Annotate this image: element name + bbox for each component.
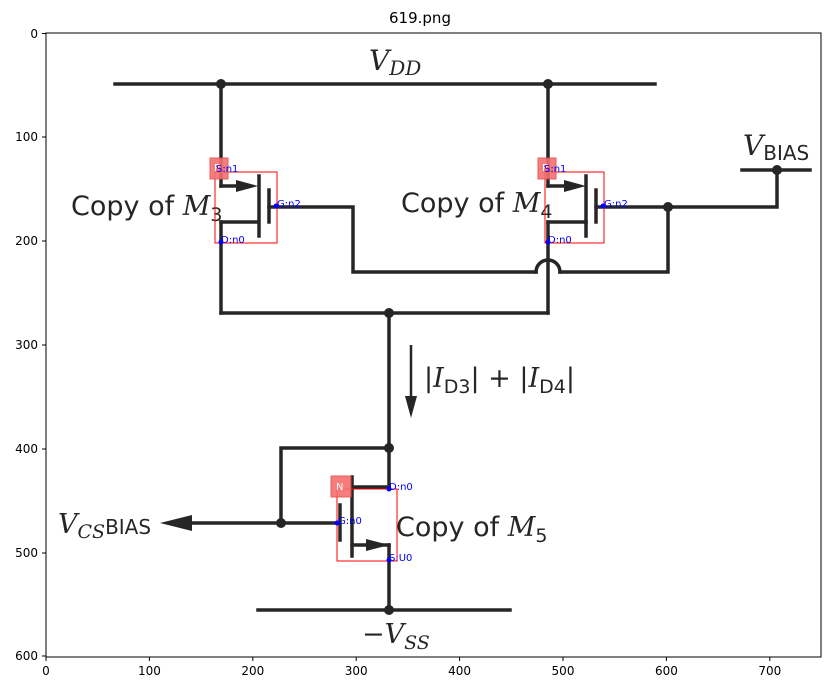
x-tick-label: 600 — [655, 664, 678, 678]
vss-label: −VSS — [362, 619, 430, 654]
junction-dot — [216, 79, 226, 89]
m5-source-pin — [386, 557, 392, 563]
y-tick-label: 300 — [15, 338, 38, 352]
y-axis — [42, 33, 46, 657]
m4-gate-return-wire — [558, 205, 670, 274]
m5-type-badge — [330, 475, 352, 498]
junction-dot — [772, 165, 782, 175]
vdd-label: VDD — [369, 44, 421, 80]
m4-source-pin-label: S:n1 — [544, 164, 566, 175]
axes-frame — [45, 32, 822, 658]
junction-dots — [216, 79, 782, 615]
x-tick-label: 400 — [448, 664, 471, 678]
x-tick-label: 0 — [42, 664, 50, 678]
y-tick-label: 200 — [15, 234, 38, 248]
m3-gate-pin-label: G:n2 — [277, 199, 301, 210]
m5-source-pin-label: S:U0 — [389, 553, 412, 564]
m5-source-arrow — [366, 539, 389, 551]
m3-source-pin-label: S:n1 — [216, 164, 238, 175]
junction-dot — [384, 443, 394, 453]
m3-source-arrow — [236, 180, 258, 192]
m4-label: Copy of M4 — [401, 188, 552, 223]
x-tick-label: 200 — [241, 664, 264, 678]
m4-gate-wire — [594, 168, 779, 209]
junction-dot — [276, 518, 286, 528]
m3-gate-wire — [267, 205, 538, 274]
x-tick-label: 700 — [758, 664, 781, 678]
m4-drain-pin-label: D:n0 — [548, 235, 572, 246]
m4-annotation: P S:n1 G:n2 D:n0 — [537, 157, 628, 246]
x-axis — [45, 657, 771, 661]
m3-annotation: P S:n1 G:n2 D:n0 — [209, 157, 301, 246]
m3-type-badge-text: P — [214, 163, 220, 174]
x-tick-label: 300 — [345, 664, 368, 678]
m5-annotation: N D:n0 G:n0 S:U0 — [330, 475, 413, 564]
m4-gate-pin-label: G:n2 — [604, 199, 628, 210]
y-tick-label: 400 — [15, 442, 38, 456]
y-tick-label: 0 — [30, 27, 38, 41]
y-tick-label: 600 — [15, 649, 38, 663]
vcs-arrow-head — [160, 515, 192, 531]
m5-drain-pin — [386, 486, 392, 492]
m5-gate-pin-label: G:n0 — [338, 516, 362, 527]
m5-drain-pin-label: D:n0 — [389, 482, 413, 493]
m4-drain-pin — [545, 239, 551, 245]
vcs-bias-label: VCSBIAS — [58, 509, 151, 543]
m3-gate-pin — [273, 203, 279, 209]
figure-title: 619.png — [389, 9, 451, 27]
m4-gate-pin — [600, 203, 606, 209]
junction-dot — [384, 308, 394, 318]
m5-label: Copy of M5 — [396, 512, 547, 547]
junction-dot — [543, 79, 553, 89]
junction-dot — [663, 202, 673, 212]
m3-drain-pin-label: D:n0 — [221, 235, 245, 246]
current-label: |ID3| + |ID4| — [424, 363, 575, 398]
m4-type-badge — [537, 157, 557, 180]
m4-source-arrow — [564, 180, 586, 192]
x-tick-label: 500 — [552, 664, 575, 678]
m4-type-badge-text: P — [542, 163, 548, 174]
m3-label: Copy of M3 — [71, 191, 222, 226]
m3-drain-pin — [218, 239, 224, 245]
y-tick-label: 500 — [15, 546, 38, 560]
m5-type-badge-text: N — [336, 482, 343, 493]
m3-type-badge — [209, 157, 229, 180]
m5-gate-loop — [279, 446, 391, 525]
current-arrow-head — [405, 396, 417, 418]
vbias-label: VBIAS — [743, 129, 809, 165]
junction-dot — [384, 605, 394, 615]
x-tick-label: 100 — [138, 664, 161, 678]
m5-gate-pin — [334, 520, 340, 526]
y-tick-label: 100 — [15, 130, 38, 144]
